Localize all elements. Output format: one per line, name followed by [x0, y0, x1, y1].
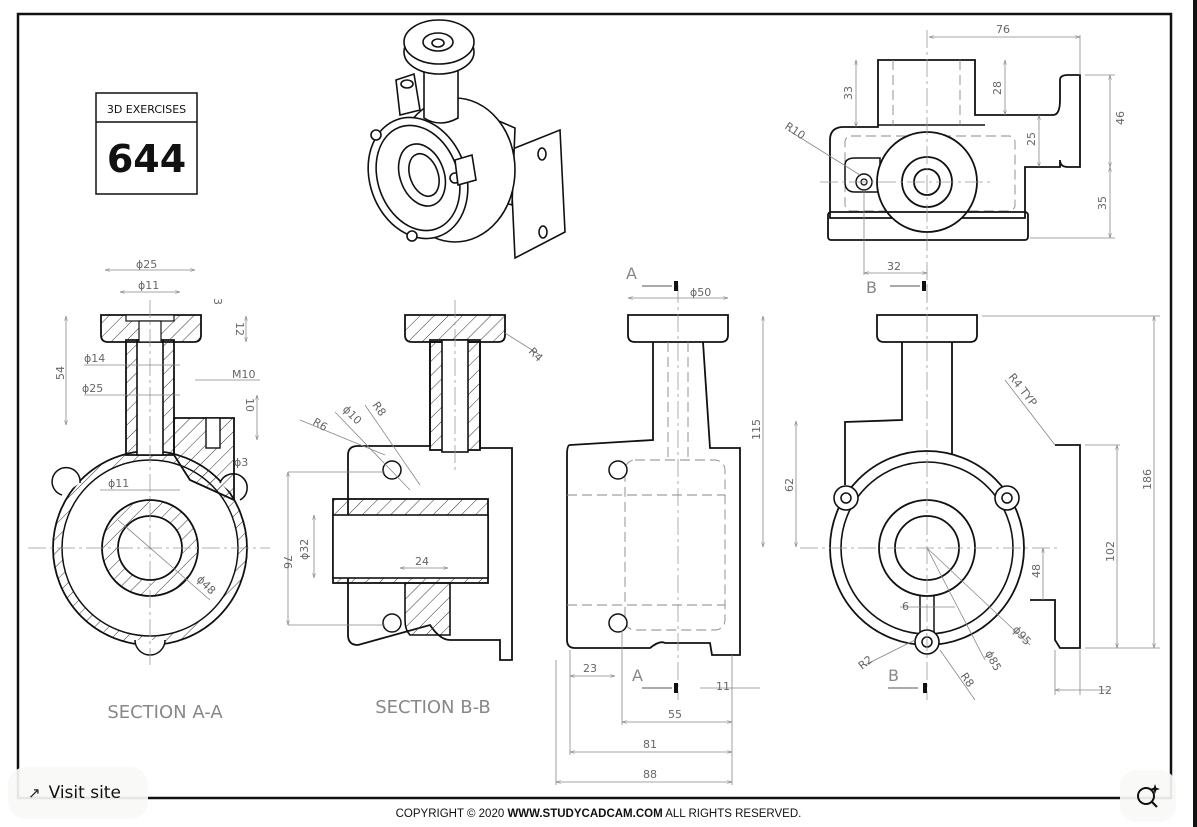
- dim-front-5: 48: [1030, 564, 1043, 578]
- dim-front-7: R2: [856, 653, 876, 672]
- dim-front-8: R8: [958, 670, 977, 689]
- copyright-footer: COPYRIGHT © 2020 WWW.STUDYCADCAM.COM ALL…: [0, 808, 1197, 820]
- title-block: 3D EXERCISES 644: [95, 92, 198, 195]
- dim-aa-4: 54: [54, 366, 67, 380]
- visual-search-icon: [1137, 784, 1160, 808]
- dim-top-4: 25: [1025, 132, 1038, 146]
- section-a-a-view: ϕ25 ϕ11 3 12 54 ϕ14 ϕ25 M10 10 ϕ3 ϕ11 ϕ4…: [28, 258, 270, 723]
- dim-front-4: 102: [1104, 541, 1117, 562]
- isometric-view: [367, 19, 566, 260]
- dim-bb-1: R6: [311, 415, 330, 434]
- section-b-b-title: SECTION B-B: [375, 697, 491, 718]
- dim-top-0: 76: [996, 23, 1010, 36]
- cut-label-b-top: B: [866, 278, 877, 297]
- dim-side-0: ϕ50: [690, 286, 711, 299]
- dim-aa-5: ϕ14: [84, 352, 105, 365]
- dim-side-3: 55: [668, 708, 682, 721]
- dim-bb-6: 24: [415, 555, 429, 568]
- dim-front-9: ϕ85: [982, 648, 1003, 673]
- dim-top-3: 46: [1114, 111, 1127, 125]
- dim-side-2: 11: [716, 680, 730, 693]
- visual-search-button[interactable]: [1120, 770, 1176, 822]
- section-b-b-view: R4 R6 ϕ10 R8 76 ϕ32 24 SECTION B-B: [281, 300, 545, 718]
- dim-front-11: 12: [1098, 684, 1112, 697]
- dim-bb-5: ϕ32: [298, 539, 311, 560]
- cut-label-b-front: B: [888, 666, 899, 685]
- dim-top-1: 33: [842, 86, 855, 100]
- dim-side-4: 81: [643, 738, 657, 751]
- side-view: A A ϕ50 23 11 55 81 88: [555, 264, 760, 785]
- dim-top-2: 28: [991, 81, 1004, 95]
- front-view: B 115 62 186 R4 TYP 102 48: [750, 285, 1160, 701]
- dim-top-6: R10: [782, 120, 807, 143]
- dim-side-1: 23: [583, 662, 597, 675]
- cut-label-a-bottom: A: [632, 666, 643, 685]
- dim-aa-6: ϕ25: [82, 382, 103, 395]
- dim-front-10: ϕ95: [1010, 623, 1034, 648]
- dim-top-5: 35: [1096, 196, 1109, 210]
- dim-bb-4: 76: [281, 555, 294, 569]
- copyright-suffix: ALL RIGHTS RESERVED.: [662, 808, 802, 820]
- dim-aa-8: 10: [243, 398, 256, 412]
- dim-aa-9: ϕ3: [234, 456, 248, 469]
- dim-aa-7: M10: [232, 368, 256, 381]
- cut-label-a-top: A: [626, 264, 637, 283]
- visit-site-button[interactable]: ↗ Visit site: [8, 767, 148, 819]
- arrow-up-right-icon: ↗: [28, 784, 41, 802]
- dim-aa-2: 3: [211, 298, 224, 305]
- dim-aa-10: ϕ11: [108, 477, 129, 490]
- top-view: B 76 33 28 46 25 35 R10 32: [782, 23, 1127, 300]
- dim-front-0: 115: [750, 419, 763, 440]
- dim-bb-2: ϕ10: [340, 403, 364, 427]
- copyright-prefix: COPYRIGHT © 2020: [395, 808, 508, 820]
- dim-aa-3: 12: [233, 322, 246, 336]
- section-a-a-title: SECTION A-A: [107, 702, 223, 723]
- title-block-category: 3D EXERCISES: [107, 103, 186, 116]
- dim-side-5: 88: [643, 768, 657, 781]
- copyright-site: WWW.STUDYCADCAM.COM: [507, 808, 663, 820]
- sheet-border: [16, 12, 1173, 800]
- dim-aa-0: ϕ25: [136, 258, 157, 271]
- dim-front-2: 186: [1141, 469, 1154, 490]
- right-edge-border: [1187, 0, 1197, 827]
- dim-front-6: 6: [902, 600, 909, 613]
- dim-top-7: 32: [887, 260, 901, 273]
- visit-site-label: Visit site: [48, 783, 121, 803]
- dim-front-1: 62: [783, 478, 796, 492]
- title-block-number: 644: [107, 137, 186, 181]
- dim-aa-1: ϕ11: [138, 279, 159, 292]
